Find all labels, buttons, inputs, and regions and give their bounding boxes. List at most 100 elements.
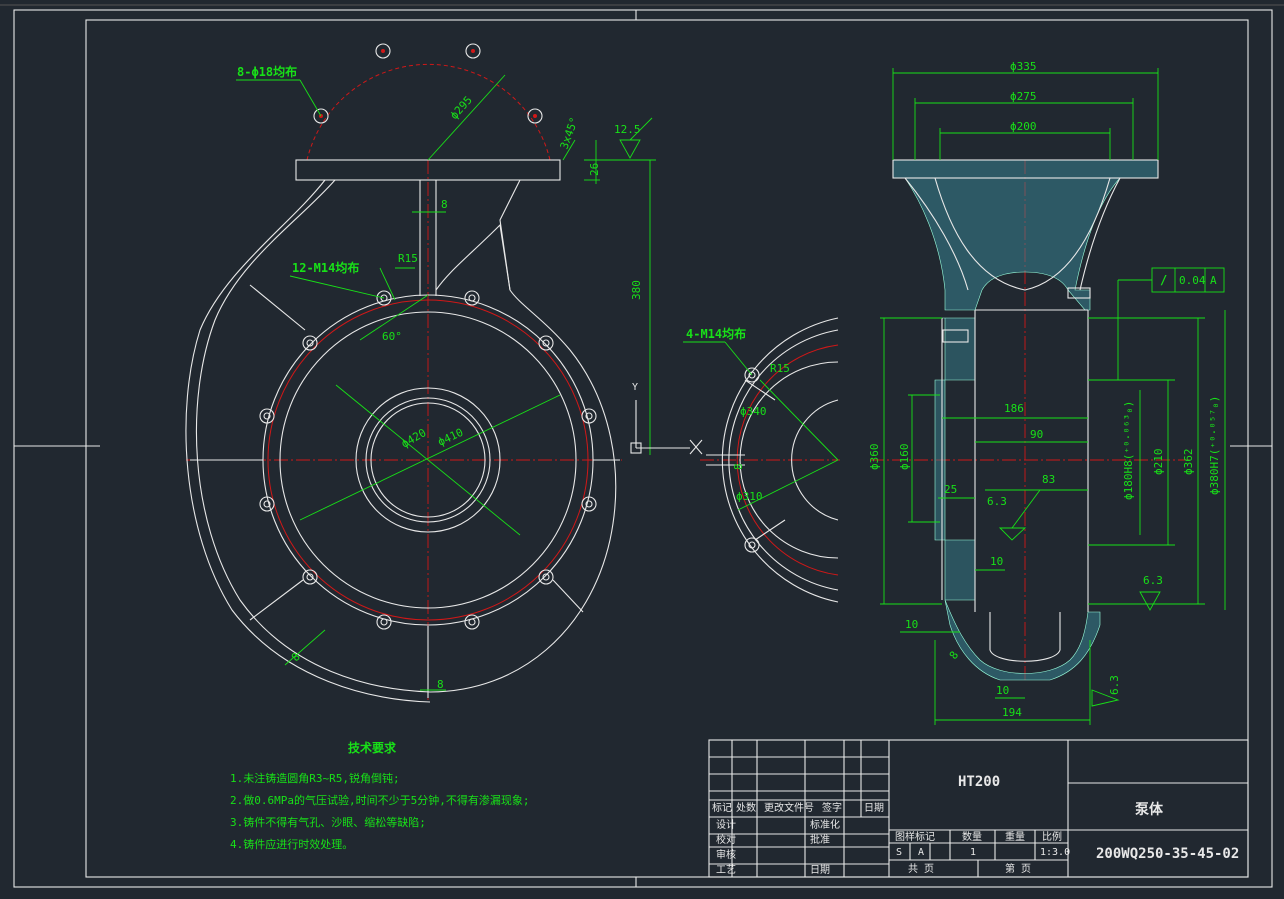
section-dimensions (880, 68, 1226, 725)
tol-datum: A (1210, 274, 1217, 287)
inner-frame (85, 19, 1249, 878)
title-block: 标记 处数 更改文件号 签字 日期 设计 校对 审核 工艺 标准化 批准 日期 … (708, 739, 1249, 878)
role-process: 工艺 (716, 864, 736, 876)
side-threaded-hole (1067, 287, 1091, 299)
partial-dia-b: ϕ310 (736, 490, 763, 503)
outlet-web (435, 223, 511, 291)
approve-label: 批准 (810, 833, 830, 846)
partial-view: 4-M14均布 R15 ϕ340 ϕ310 8 (683, 317, 840, 603)
dim-l194: 194 (1002, 706, 1022, 719)
stage-a: A (918, 847, 924, 858)
dim-l25: 25 (944, 483, 957, 496)
dim-radius: R15 (398, 252, 418, 265)
partial-thread-callout: 4-M14均布 (686, 326, 746, 341)
bolt-callout-top: 8-ϕ18均布 (237, 64, 297, 79)
partial-rib-1 (744, 379, 776, 401)
partial-outer-arc-2 (728, 329, 839, 591)
partial-outer-arc (721, 317, 839, 603)
dim-rib-bottom: 8 (437, 678, 444, 691)
dim-l83: 83 (1042, 473, 1055, 486)
front-dimensions (236, 74, 656, 691)
rev-h-sign: 签字 (822, 801, 842, 814)
ucs-icon: Y (630, 382, 703, 455)
dim-l10a: 10 (990, 555, 1003, 568)
partial-radius: R15 (770, 362, 790, 375)
section-view: ϕ335 ϕ275 ϕ200 / 0.04 A ϕ360 ϕ160 186 90… (868, 60, 1226, 725)
outer-frame (13, 9, 1273, 888)
dim-d160: ϕ160 (898, 444, 911, 471)
cone-inner-right (1079, 177, 1121, 291)
partial-dimensions (683, 341, 839, 511)
tech-req-item-4: 4.铸件应进行时效处理。 (230, 837, 353, 851)
stage-s: S (896, 847, 902, 858)
dim-d275: ϕ275 (1010, 90, 1037, 103)
rev-h-doc: 更改文件号 (764, 801, 814, 814)
rough-1: 6.3 (987, 495, 1007, 508)
technical-requirements: 技术要求 1.未注铸造圆角R3~R5,锐角倒钝; 2.做0.6MPa的气压试验,… (230, 740, 529, 851)
cone-inner-left (904, 177, 969, 291)
section-flange (892, 159, 1159, 179)
cone-bore (934, 177, 1111, 291)
weight-label: 重量 (1005, 830, 1025, 843)
sheet-number: 第 页 (1005, 862, 1031, 875)
rough-2: 6.3 (1143, 574, 1163, 587)
volute-outer-2 (185, 179, 431, 703)
thread-bolt-circle (267, 299, 589, 621)
scale-value: 1:3.0 (1040, 847, 1070, 858)
left-threaded-hole (942, 329, 969, 343)
stage-label: 图样标记 (895, 830, 935, 843)
threaded-holes (259, 290, 597, 630)
dim-l10b: 10 (905, 618, 918, 631)
partial-bore-arc (791, 399, 839, 521)
dim-height: 380 (630, 280, 643, 300)
bowl-inner (989, 612, 1061, 662)
date-label: 日期 (810, 864, 830, 876)
dim-l186: 186 (1004, 402, 1024, 415)
dim-angle: 60° (382, 330, 402, 343)
material: HT200 (958, 774, 1000, 790)
dim-l90: 90 (1030, 428, 1043, 441)
dim-d180: ϕ180H8(⁺⁰·⁰⁶³₀) (1122, 401, 1135, 500)
tech-req-item-2: 2.做0.6MPa的气压试验,时间不少于5分钟,不得有渗漏现象; (230, 793, 529, 807)
partial-inner-arc (739, 361, 839, 559)
casing-ring-inner (279, 311, 577, 609)
scale-label: 比例 (1042, 830, 1062, 843)
drawing-number: 200WQ250-35-45-02 (1096, 846, 1239, 862)
tech-req-item-3: 3.铸件不得有气孔、沙眼、缩松等缺陷; (230, 815, 426, 829)
partial-hole-bottom (744, 537, 760, 553)
dim-d200: ϕ200 (1010, 120, 1037, 133)
section-bottom-bowl (944, 599, 1101, 681)
part-name: 泵体 (1135, 801, 1164, 818)
dim-d362: ϕ362 (1182, 449, 1195, 476)
hub-mid (365, 397, 491, 523)
dim-rib-width: 8 (441, 198, 448, 211)
rough-3: 6.3 (1108, 675, 1121, 695)
role-design: 设计 (716, 818, 736, 831)
partial-rib-4 (754, 519, 786, 541)
radial-ribs (190, 284, 620, 698)
rev-h-date: 日期 (864, 802, 884, 814)
tol-value: 0.04 (1179, 274, 1206, 287)
dim-d210: ϕ210 (1152, 449, 1165, 476)
volute-outer (195, 179, 617, 693)
hub-outer (355, 387, 501, 533)
ucs-y-label: Y (632, 382, 638, 393)
tol-symbol: / (1160, 273, 1167, 287)
std-label: 标准化 (810, 818, 840, 831)
dim-flange-thk: 26 (588, 163, 601, 176)
thread-callout: 12-M14均布 (292, 260, 359, 275)
roughness-top: 12.5 (614, 123, 641, 136)
partial-bolt-arc (736, 344, 839, 576)
partial-rib-dim: 8 (732, 463, 745, 470)
role-review: 审核 (716, 848, 736, 861)
qty-label: 数量 (962, 830, 982, 843)
partial-hole-top (744, 367, 760, 383)
dim-d335: ϕ335 (1010, 60, 1037, 73)
rev-h-mark: 标记 (712, 802, 732, 814)
tech-req-title: 技术要求 (348, 740, 397, 755)
dim-l10c: 10 (996, 684, 1009, 697)
qty-value: 1 (970, 847, 976, 858)
sheets-total: 共 页 (908, 863, 934, 875)
